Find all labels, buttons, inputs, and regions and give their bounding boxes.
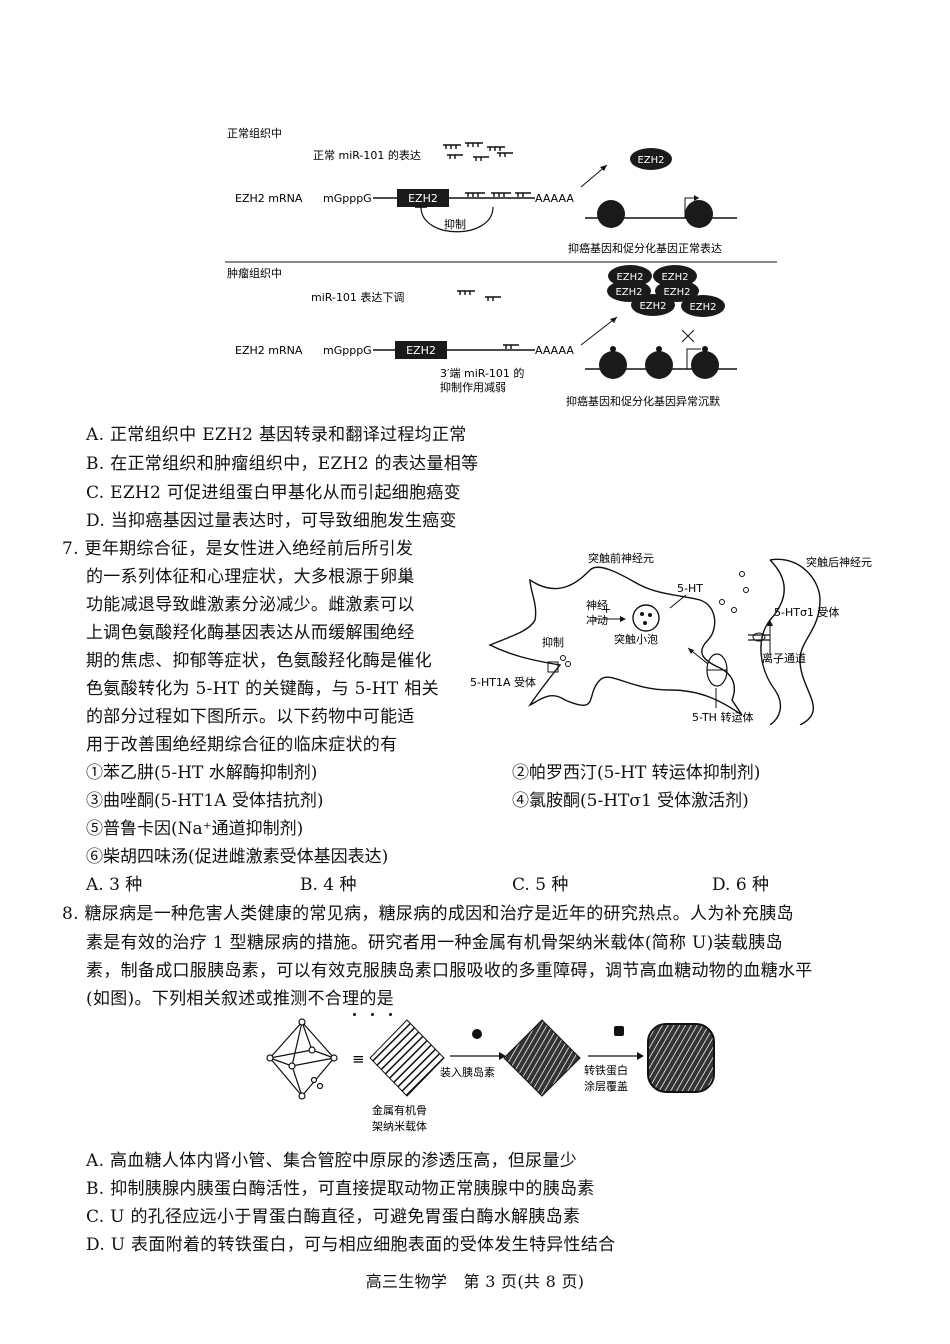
q8-option-a: A. 高血糖人体内肾小管、集合管腔中原尿的渗透压高，但尿量少: [86, 1151, 578, 1171]
q8-line: 8. 糖尿病是一种危害人类健康的常见病，糖尿病的成因和治疗是近年的研究热点。人为…: [62, 904, 794, 924]
mof-diagram: ≡ 金属有机骨 架纳米载体 装入胰岛素 转铁蛋白 涂层覆盖: [266, 1018, 715, 1133]
q7-line: 色氨酸转化为 5-HT 的关键酶，与 5-HT 相关: [86, 679, 439, 699]
q8-line: 素是有效的治疗 1 型糖尿病的措施。研究者用一种金属有机骨架纳米载体(简称 U)…: [86, 933, 783, 953]
q6-option-c: C. EZH2 可促进组蛋白甲基化从而引起细胞癌变: [86, 483, 461, 503]
q7-line: 用于改善围绝经期综合征的临床症状的有: [86, 735, 398, 755]
load-label: 装入胰岛素: [440, 1065, 495, 1079]
transferrin-icon: [614, 1026, 624, 1036]
ezh2-box-tumor: [395, 341, 447, 359]
normal-cap-label: mGpppG: [323, 192, 372, 205]
page-footer: 高三生物学 第 3 页(共 8 页): [365, 1272, 585, 1291]
mirna-marks-tumor: [457, 290, 501, 301]
impulse-label-2: 冲动: [586, 613, 608, 627]
nucleosome: [597, 200, 625, 228]
suppress-label: 抑制: [542, 635, 564, 649]
drug-2: ②帕罗西汀(5-HT 转运体抑制剂): [512, 763, 761, 783]
mirna-marks-normal: [443, 142, 513, 161]
tumor-note-2: 抑制作用减弱: [440, 380, 506, 394]
normal-mir-label: 正常 miR-101 的表达: [313, 148, 421, 162]
octahedron-icon: [269, 1021, 335, 1097]
q7-line: 7. 更年期综合征，是女性进入绝经前后所引发: [62, 539, 414, 559]
equiv-symbol: ≡: [352, 1050, 365, 1068]
synapse-diagram: 突触前神经元 突触后神经元 5-HT + 神经 冲动 抑制 突触小泡 5-HTσ…: [470, 551, 872, 725]
ht-label: 5-HT: [677, 582, 703, 595]
mof-crystal: [369, 1019, 445, 1097]
coat-label-1: 转铁蛋白: [584, 1063, 628, 1077]
drug-1: ①苯乙肼(5-HT 水解酶抑制剂): [86, 763, 318, 783]
plus-label: +: [602, 603, 611, 616]
q8-option-b: B. 抑制胰腺内胰蛋白酶活性，可直接提取动物正常胰腺中的胰岛素: [86, 1179, 595, 1199]
inhibit-label: 抑制: [444, 217, 466, 231]
ezh2-protein-tumor-label: EZH2: [663, 287, 690, 298]
post-neuron-label: 突触后神经元: [806, 555, 872, 569]
normal-polya: AAAAA: [535, 192, 574, 205]
q8-option-c: C. U 的孔径应远小于胃蛋白酶直径，可避免胃蛋白酶水解胰岛素: [86, 1207, 581, 1227]
ezh2-box-normal: [397, 189, 449, 207]
ezh2-protein-normal-label: EZH2: [637, 155, 664, 166]
drug-4: ④氯胺酮(5-HTσ1 受体激活剂): [512, 791, 749, 811]
ezh2-protein-normal: [630, 148, 672, 170]
transporter-label: 5-TH 转运体: [692, 710, 753, 724]
drug-6: ⑥柴胡四味汤(促进雌激素受体基因表达): [86, 847, 389, 867]
ezh2-protein-tumor-label: EZH2: [639, 301, 666, 312]
tumor-mir-label: miR-101 表达下调: [311, 290, 404, 304]
nucleosome: [685, 200, 713, 228]
receptor-label: 5-HTσ1 受体: [774, 605, 839, 619]
mof-label-1: 金属有机骨: [372, 1103, 427, 1117]
q8-option-d: D. U 表面附着的转铁蛋白，可与相应细胞表面的受体发生特异性结合: [86, 1235, 616, 1255]
tumor-mrna-label: EZH2 mRNA: [235, 344, 303, 357]
coat-label-2: 涂层覆盖: [584, 1079, 628, 1093]
q7-choice-a: A. 3 种: [86, 875, 143, 895]
q7-line: 上调色氨酸羟化酶基因表达从而缓解围绝经: [86, 623, 415, 643]
ezh2-protein-tumor-label: EZH2: [661, 272, 688, 283]
impulse-label-1: 神经: [586, 598, 608, 612]
ezh2-box-text-tumor: EZH2: [406, 344, 436, 357]
q8-line: 素，制备成口服胰岛素，可以有效克服胰岛素口服吸收的多重障碍，调节高血糖动物的血糖…: [86, 961, 813, 981]
drug-5: ⑤普鲁卡因(Na⁺通道抑制剂): [86, 819, 304, 839]
emphasis-dots: [351, 1013, 411, 1019]
q7-choice-c: C. 5 种: [512, 875, 569, 895]
q7-choice-d: D. 6 种: [712, 875, 770, 895]
q8-line: (如图)。下列相关叙述或推测不合理的是: [86, 989, 394, 1009]
channel-label: 离子通道: [762, 651, 806, 665]
normal-mrna-label: EZH2 mRNA: [235, 192, 303, 205]
tumor-polya: AAAAA: [535, 344, 574, 357]
r1a-label: 5-HT1A 受体: [470, 675, 536, 689]
ezh2-mir101-diagram: 正常组织中 正常 miR-101 的表达 EZH2 mRNA mGpppG EZ…: [225, 126, 777, 408]
q6-option-d: D. 当抑癌基因过量表达时，可导致细胞发生癌变: [86, 511, 457, 531]
ezh2-protein-tumor-label: EZH2: [615, 287, 642, 298]
ezh2-protein-tumor-label: EZH2: [689, 302, 716, 313]
ezh2-protein-tumor-label: EZH2: [616, 272, 643, 283]
vesicle: [632, 604, 660, 632]
pre-neuron-label: 突触前神经元: [588, 551, 654, 565]
mof-label-2: 架纳米载体: [372, 1119, 427, 1133]
drug-3: ③曲唑酮(5-HT1A 受体拮抗剂): [86, 791, 324, 811]
vesicle-label: 突触小泡: [614, 632, 658, 646]
coated-particle: [647, 1023, 715, 1093]
q7-line: 功能减退导致雌激素分泌减少。雌激素可以: [86, 595, 415, 615]
q7-line: 的部分过程如下图所示。以下药物中可能适: [86, 707, 415, 727]
q6-option-a: A. 正常组织中 EZH2 基因转录和翻译过程均正常: [86, 425, 467, 445]
tumor-tissue-title: 肿瘤组织中: [227, 266, 282, 280]
q6-option-b: B. 在正常组织和肿瘤组织中，EZH2 的表达量相等: [86, 454, 479, 474]
q7-choice-b: B. 4 种: [300, 875, 357, 895]
ezh2-box-text-normal: EZH2: [408, 192, 438, 205]
q7-line: 期的焦虑、抑郁等症状，色氨酸羟化酶是催化: [86, 651, 432, 671]
tumor-cap-label: mGpppG: [323, 344, 372, 357]
insulin-icon: [472, 1029, 482, 1039]
loaded-crystal: [503, 1019, 581, 1097]
q7-line: 的一系列体征和心理症状，大多根源于卵巢: [86, 567, 415, 587]
normal-result-label: 抑癌基因和促分化基因正常表达: [568, 241, 722, 255]
normal-tissue-title: 正常组织中: [227, 126, 282, 140]
tumor-note-1: 3′端 miR-101 的: [440, 366, 524, 380]
tumor-result-label: 抑癌基因和促分化基因异常沉默: [566, 394, 720, 408]
